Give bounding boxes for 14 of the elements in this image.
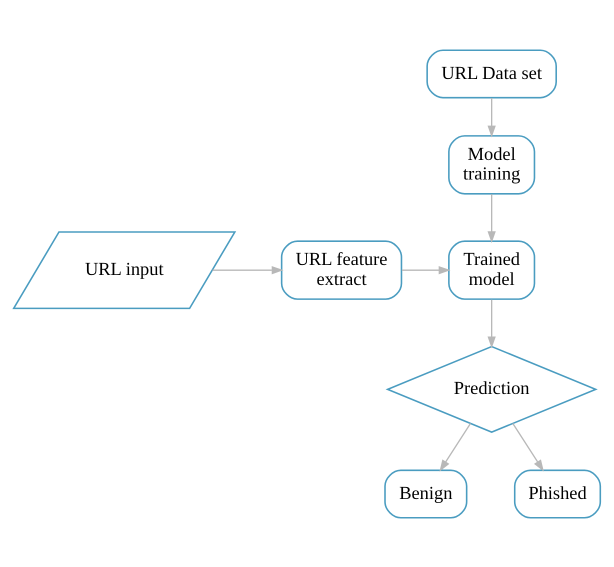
node-box: Benign — [384, 469, 468, 518]
node-box: URL Data set — [426, 48, 557, 98]
arrow — [212, 266, 284, 274]
arrow — [488, 98, 496, 137]
arrow — [488, 194, 496, 243]
node-box: Trained model — [448, 240, 536, 300]
arrow — [512, 422, 544, 472]
node-diamond: Prediction — [386, 345, 598, 432]
node-box: URL feature extract — [280, 240, 402, 300]
node-box: Model training — [448, 134, 536, 194]
arrow — [402, 266, 451, 274]
arrow — [488, 299, 496, 348]
node-box: Phished — [514, 469, 602, 518]
arrow — [439, 422, 472, 472]
